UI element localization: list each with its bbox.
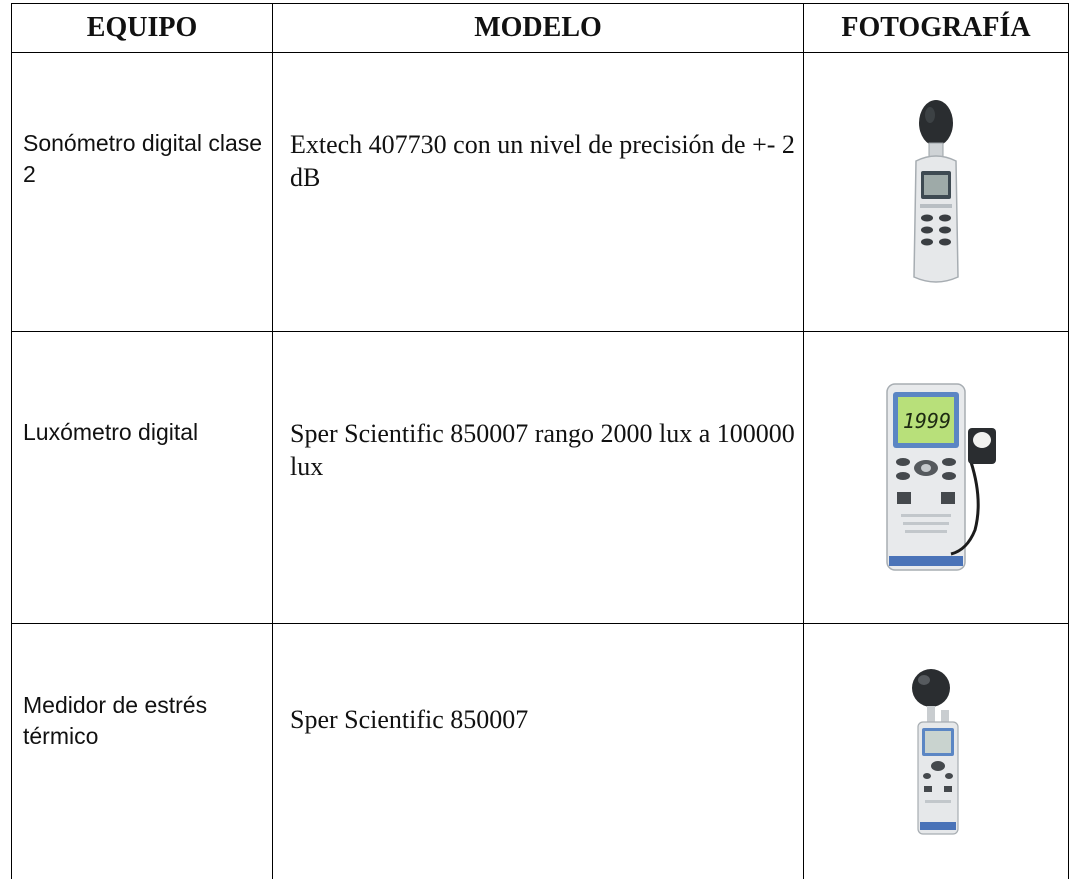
table-row: Sonómetro digital clase 2 Extech 407730 … <box>12 53 1069 332</box>
sound-level-meter-photo <box>896 97 976 287</box>
equipo-cell: Sonómetro digital clase 2 <box>12 53 273 332</box>
header-fotografia: FOTOGRAFÍA <box>804 4 1069 53</box>
modelo-cell: Sper Scientific 850007 <box>273 624 804 879</box>
equipo-cell: Luxómetro digital <box>12 332 273 624</box>
photo-cell: 1999 <box>804 332 1069 624</box>
light-meter-photo: 1999 <box>871 380 1001 576</box>
equipo-cell: Medidor de estrés térmico <box>12 624 273 879</box>
table-row: Medidor de estrés térmico Sper Scientifi… <box>12 624 1069 879</box>
header-row: EQUIPO MODELO FOTOGRAFÍA <box>12 4 1069 53</box>
photo-cell <box>804 53 1069 332</box>
header-modelo: MODELO <box>273 4 804 53</box>
table-row: Luxómetro digital Sper Scientific 850007… <box>12 332 1069 624</box>
modelo-cell: Extech 407730 con un nivel de precisión … <box>273 53 804 332</box>
lcd-reading: 1999 <box>903 409 951 433</box>
photo-cell <box>804 624 1069 879</box>
modelo-cell: Sper Scientific 850007 rango 2000 lux a … <box>273 332 804 624</box>
header-equipo: EQUIPO <box>12 4 273 53</box>
equipment-table: EQUIPO MODELO FOTOGRAFÍA Sonómetro digit… <box>11 3 1069 879</box>
heat-stress-meter-photo <box>901 666 971 838</box>
